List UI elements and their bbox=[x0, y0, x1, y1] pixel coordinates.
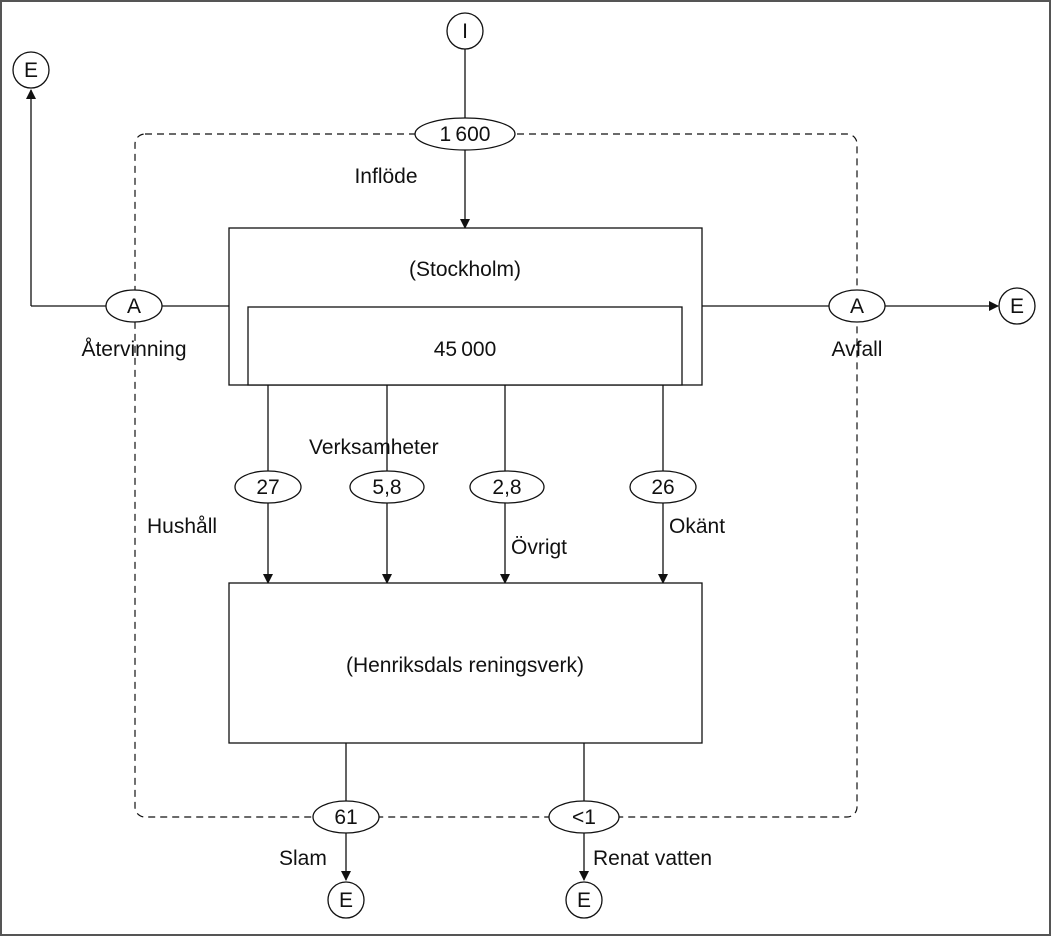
inflow-value: 1 600 bbox=[440, 123, 491, 146]
other-value-badge: 2,8 bbox=[469, 470, 545, 504]
households-value: 27 bbox=[256, 476, 279, 499]
unknown-label: Okänt bbox=[669, 515, 725, 538]
henriksdal-title: (Henriksdals reningsverk) bbox=[346, 654, 584, 677]
export-node-label: E bbox=[1010, 295, 1024, 318]
recycling-label: Återvinning bbox=[81, 338, 186, 361]
import-node-label: I bbox=[462, 20, 468, 43]
export-node-water: E bbox=[565, 881, 603, 919]
henriksdal-box bbox=[228, 582, 703, 744]
water-value: <1 bbox=[572, 806, 596, 829]
recycling-storage-badge: A bbox=[105, 289, 163, 323]
unknown-value: 26 bbox=[651, 476, 674, 499]
stockholm-title: (Stockholm) bbox=[409, 258, 521, 281]
export-node-recycling: E bbox=[12, 51, 50, 89]
sludge-value: 61 bbox=[334, 806, 357, 829]
other-label: Övrigt bbox=[511, 536, 567, 559]
households-label: Hushåll bbox=[147, 515, 217, 538]
sludge-label: Slam bbox=[279, 847, 327, 870]
sludge-value-badge: 61 bbox=[312, 800, 380, 834]
stockholm-stock-value: 45 000 bbox=[434, 338, 497, 361]
export-node-label: E bbox=[24, 59, 38, 82]
water-label: Renat vatten bbox=[593, 847, 712, 870]
storage-node-label: A bbox=[127, 295, 141, 318]
import-node-top: I bbox=[446, 12, 484, 50]
waste-storage-badge: A bbox=[828, 289, 886, 323]
export-node-waste: E bbox=[998, 287, 1036, 325]
households-value-badge: 27 bbox=[234, 470, 302, 504]
water-value-badge: <1 bbox=[548, 800, 620, 834]
stockholm-stock-box bbox=[247, 306, 683, 386]
inflow-value-badge: 1 600 bbox=[414, 117, 516, 151]
export-node-label: E bbox=[339, 889, 353, 912]
export-node-sludge: E bbox=[327, 881, 365, 919]
other-value: 2,8 bbox=[492, 476, 521, 499]
export-node-label: E bbox=[577, 889, 591, 912]
businesses-value: 5,8 bbox=[372, 476, 401, 499]
storage-node-label: A bbox=[850, 295, 864, 318]
unknown-value-badge: 26 bbox=[629, 470, 697, 504]
inflow-label: Inflöde bbox=[354, 165, 417, 188]
businesses-label: Verksamheter bbox=[309, 436, 439, 459]
businesses-value-badge: 5,8 bbox=[349, 470, 425, 504]
waste-label: Avfall bbox=[832, 338, 883, 361]
